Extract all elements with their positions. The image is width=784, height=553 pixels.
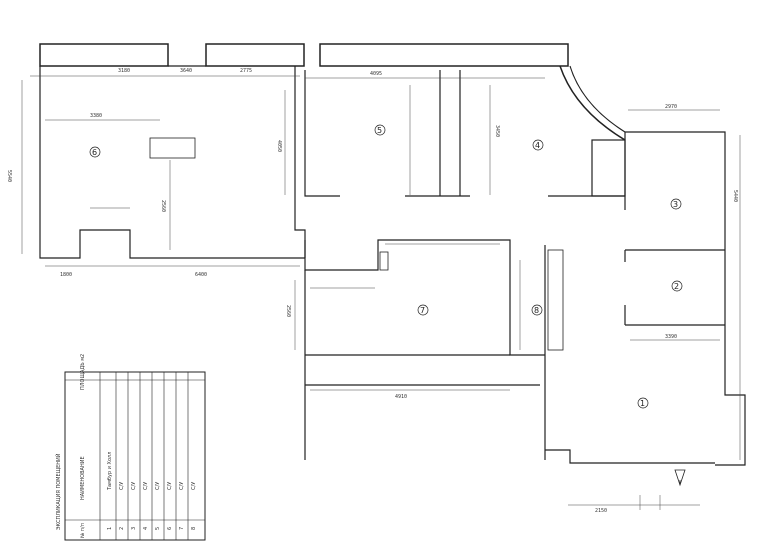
table-row-7-name: С/У — [179, 482, 185, 490]
dim-room4-height: 3450 — [494, 125, 500, 137]
room-2-label: 2 — [674, 282, 679, 291]
dimension-lines — [21, 75, 741, 510]
table-row-2-name: С/У — [119, 482, 125, 490]
dim-corridor-width: 6400 — [195, 272, 207, 278]
room-7-circle — [417, 304, 429, 316]
table-row-6-num: 6 — [167, 527, 173, 530]
entry-arrow-icon — [674, 469, 686, 487]
table-header-num: № п/п — [80, 523, 86, 538]
room4-closet — [591, 139, 626, 197]
room-6-circle — [89, 146, 101, 158]
table-row-3-num: 3 — [131, 527, 137, 530]
cabinet-rect — [547, 249, 564, 351]
fixture-rect — [149, 137, 196, 159]
table-row-8-name: С/У — [191, 482, 197, 490]
table-border — [64, 371, 206, 541]
explication-table: ЭКСПЛИКАЦИЯ ПОМЕЩЕНИЙ ПЛОЩАДЬ м2 НАИМЕНО… — [55, 354, 206, 541]
room-8-circle — [531, 304, 543, 316]
table-header-area: ПЛОЩАДЬ м2 — [80, 354, 86, 390]
table-row-5-name: С/У — [155, 482, 161, 490]
dim-room1-width: 3390 — [665, 334, 677, 340]
dim-left-height: 5540 — [6, 170, 12, 182]
table-header-name: НАИМЕНОВАНИЕ — [80, 456, 86, 500]
dim-room7-height: 2560 — [285, 305, 291, 317]
table-row-1-name: Тамбур и Холл — [107, 452, 113, 491]
room-3-circle — [670, 198, 682, 210]
dim-room5-height: 4050 — [276, 140, 282, 152]
table-row-1-num: 1 — [107, 527, 113, 530]
window-block-1 — [39, 43, 169, 67]
table-row-4-num: 4 — [143, 527, 149, 530]
window-block-3 — [319, 43, 569, 67]
room-5-label: 5 — [377, 126, 382, 135]
room-7-label: 7 — [420, 306, 425, 315]
room-3-label: 3 — [673, 200, 678, 209]
dim-bottom-right: 2150 — [595, 508, 607, 514]
dim-top-2: 3640 — [180, 68, 192, 74]
dim-top-4: 4095 — [370, 71, 382, 77]
dim-room6-width: 3380 — [90, 113, 102, 119]
table-row-3-name: С/У — [131, 482, 137, 490]
table-row-7-num: 7 — [179, 527, 185, 530]
room-6-label: 6 — [92, 148, 97, 157]
curved-wall — [559, 65, 626, 141]
window-block-2 — [205, 43, 305, 67]
dimension-labels: 3180 2775 3640 4095 3380 5540 2560 6400 … — [6, 68, 738, 514]
table-row-4-name: С/У — [143, 482, 149, 490]
room-8-label: 8 — [534, 306, 539, 315]
room-4-label: 4 — [535, 141, 540, 150]
room-2-circle — [671, 280, 683, 292]
room6-wall — [39, 66, 305, 259]
dim-room3-width: 2970 — [665, 104, 677, 110]
room-5-circle — [374, 124, 386, 136]
table-row-6-name: С/У — [167, 482, 173, 490]
dim-bottom-left: 1800 — [60, 272, 72, 278]
room-1-circle — [637, 397, 649, 409]
room-1-label: 1 — [640, 399, 645, 408]
room-4-circle — [532, 139, 544, 151]
dim-top-left: 3180 — [118, 68, 130, 74]
table-row-5-num: 5 — [155, 527, 161, 530]
dim-room7-width: 4910 — [395, 394, 407, 400]
walls — [39, 43, 746, 466]
table-title: ЭКСПЛИКАЦИЯ ПОМЕЩЕНИЙ — [55, 453, 62, 530]
dim-room6-inner: 2560 — [160, 200, 166, 212]
dim-top-3: 2775 — [240, 68, 252, 74]
pillar-rect — [379, 251, 389, 271]
table-row-8-num: 8 — [191, 527, 197, 530]
room-markers: 6 5 4 3 2 1 7 8 — [89, 124, 683, 409]
dim-room3-height: 5440 — [732, 190, 738, 202]
table-row-2-num: 2 — [119, 527, 125, 530]
